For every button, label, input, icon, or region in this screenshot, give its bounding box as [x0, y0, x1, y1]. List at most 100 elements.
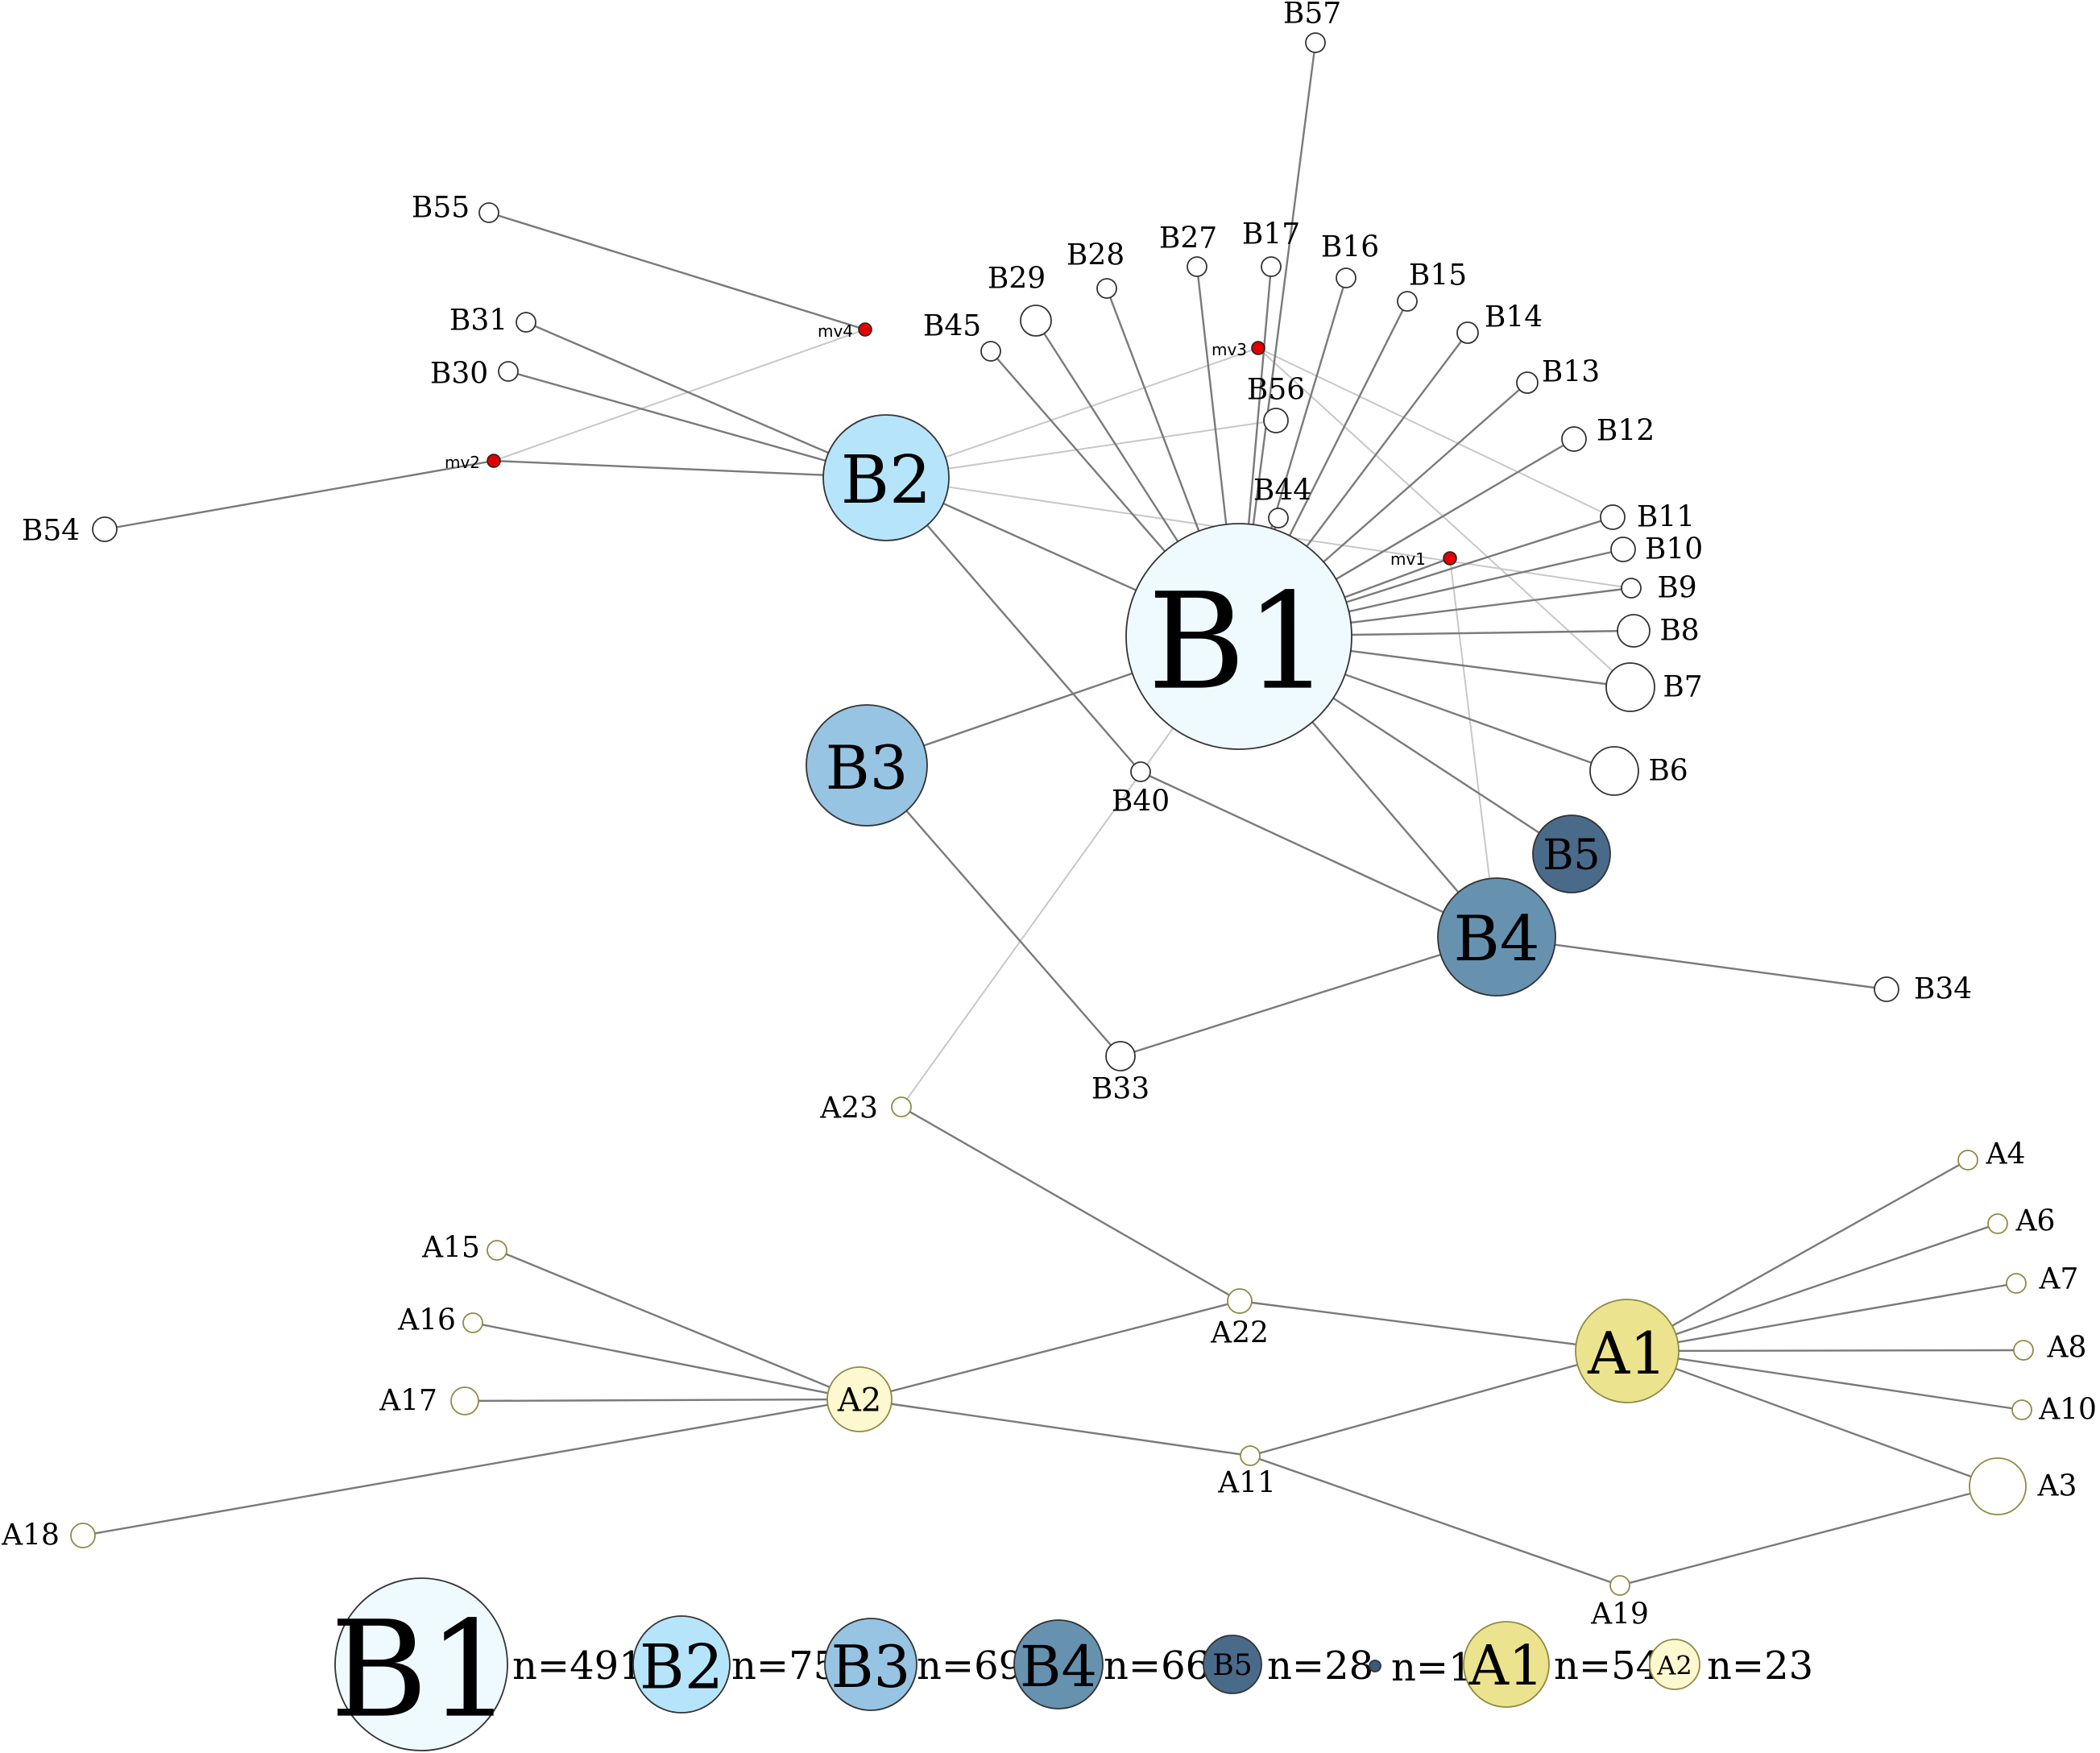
legend-swatch — [1013, 1619, 1104, 1709]
node-b8-circle — [1617, 614, 1651, 648]
node-a1: A1 — [1575, 1299, 1680, 1403]
node-mv1-circle — [1443, 551, 1457, 566]
node-b40-circle — [1130, 761, 1151, 782]
node-b4: B4 — [1437, 877, 1556, 997]
node-b29-label: B29 — [988, 263, 1046, 296]
node-a17-label: A17 — [379, 1385, 437, 1418]
node-b6: B6 — [1589, 746, 1688, 796]
legend-label: A1 — [1468, 1635, 1543, 1698]
node-mv3-circle — [1251, 341, 1265, 355]
legend-count: n=491 — [512, 1643, 644, 1689]
node-b10-circle — [1610, 537, 1636, 562]
node-b6-label: B6 — [1648, 755, 1688, 788]
edge-a2-a17 — [464, 1398, 860, 1403]
node-a3-label: A3 — [2037, 1470, 2077, 1503]
node-b27: B27 — [1159, 222, 1217, 277]
edge-mv3-b7 — [1257, 347, 1631, 688]
node-a8-label: A8 — [2047, 1332, 2087, 1365]
node-b10-label: B10 — [1645, 533, 1703, 566]
node-b55-circle — [478, 202, 499, 223]
edge-mv4-b55 — [488, 211, 866, 331]
node-b34-circle — [1874, 976, 1899, 1002]
node-b16-label: B16 — [1321, 231, 1379, 264]
node-b34: B34 — [1874, 973, 1972, 1006]
node-a4-label: A4 — [1986, 1138, 2026, 1171]
node-mv2-circle — [487, 454, 501, 468]
node-a2-label: A2 — [837, 1382, 881, 1419]
node-a16-circle — [462, 1312, 483, 1333]
node-b30-circle — [498, 361, 519, 382]
node-a23-circle — [891, 1096, 912, 1117]
node-a6-label: A6 — [2015, 1205, 2056, 1238]
node-a11: A11 — [1217, 1445, 1276, 1500]
edge-a2-a11 — [859, 1398, 1251, 1457]
node-a15: A15 — [421, 1232, 507, 1265]
node-b17-label: B17 — [1242, 218, 1300, 251]
edge-a1-a10 — [1626, 1349, 2023, 1411]
node-a2-circle — [826, 1366, 893, 1432]
node-b56-circle — [1263, 408, 1289, 433]
node-mv3: mv3 — [1212, 340, 1265, 359]
node-b55: B55 — [412, 192, 499, 225]
edge-a19-a3 — [1619, 1485, 1999, 1587]
node-a16: A16 — [397, 1304, 483, 1337]
node-b9-label: B9 — [1657, 572, 1696, 605]
legend-label: B4 — [1020, 1634, 1097, 1700]
node-a4-circle — [1957, 1150, 1978, 1171]
node-a1-label: A1 — [1587, 1320, 1667, 1387]
node-b14-circle — [1456, 321, 1479, 344]
node-b9: B9 — [1621, 572, 1697, 605]
node-b4-circle — [1437, 877, 1556, 997]
node-b2-circle — [822, 414, 950, 541]
node-a2: A2 — [826, 1366, 893, 1432]
legend-count: n=1 — [1391, 1645, 1473, 1690]
node-b5-circle — [1532, 814, 1611, 893]
node-b56: B56 — [1247, 374, 1305, 433]
node-a19: A19 — [1590, 1575, 1649, 1631]
node-b54-circle — [92, 516, 118, 542]
edge-mv2-b54 — [104, 459, 495, 531]
node-b7-label: B7 — [1663, 671, 1702, 704]
edge-a23-a22 — [901, 1105, 1241, 1303]
node-b5-label: B5 — [1543, 831, 1600, 880]
edge-a1-a6 — [1626, 1222, 1999, 1353]
node-b12: B12 — [1561, 415, 1655, 452]
node-b28-circle — [1096, 278, 1117, 299]
legend-label: B2 — [640, 1631, 723, 1703]
legend-swatch — [334, 1577, 508, 1751]
node-b57-label: B57 — [1283, 0, 1341, 31]
node-b4-label: B4 — [1454, 903, 1540, 976]
legend-swatch — [824, 1618, 917, 1711]
node-b1: B1 — [1125, 523, 1352, 750]
node-b1-label: B1 — [1148, 565, 1330, 719]
edge-a11-a19 — [1249, 1454, 1621, 1587]
edge-b2-b40 — [885, 477, 1141, 773]
node-b11-label: B11 — [1637, 501, 1695, 534]
edge-a2-a16 — [472, 1321, 860, 1401]
node-b44: B44 — [1253, 475, 1311, 528]
node-b1-circle — [1125, 523, 1352, 750]
node-b54-label: B54 — [22, 515, 80, 548]
node-b14-label: B14 — [1485, 301, 1543, 334]
node-b27-label: B27 — [1159, 222, 1217, 255]
node-b31-label: B31 — [449, 305, 507, 338]
legend-count: n=66 — [1104, 1643, 1210, 1689]
node-a19-label: A19 — [1590, 1598, 1649, 1631]
node-b8-label: B8 — [1659, 615, 1699, 648]
legend-swatch — [632, 1615, 731, 1714]
node-b44-label: B44 — [1253, 475, 1311, 508]
node-a7: A7 — [2006, 1263, 2078, 1296]
node-b17: B17 — [1242, 218, 1300, 277]
node-a22-circle — [1227, 1288, 1253, 1314]
legend-label: B1 — [330, 1593, 512, 1747]
node-a10-label: A10 — [2038, 1394, 2097, 1427]
node-b2-label: B2 — [841, 442, 931, 519]
legend-item-single: n=1 — [1369, 1645, 1473, 1690]
node-b45-circle — [980, 341, 1001, 362]
node-a18-circle — [70, 1523, 96, 1548]
